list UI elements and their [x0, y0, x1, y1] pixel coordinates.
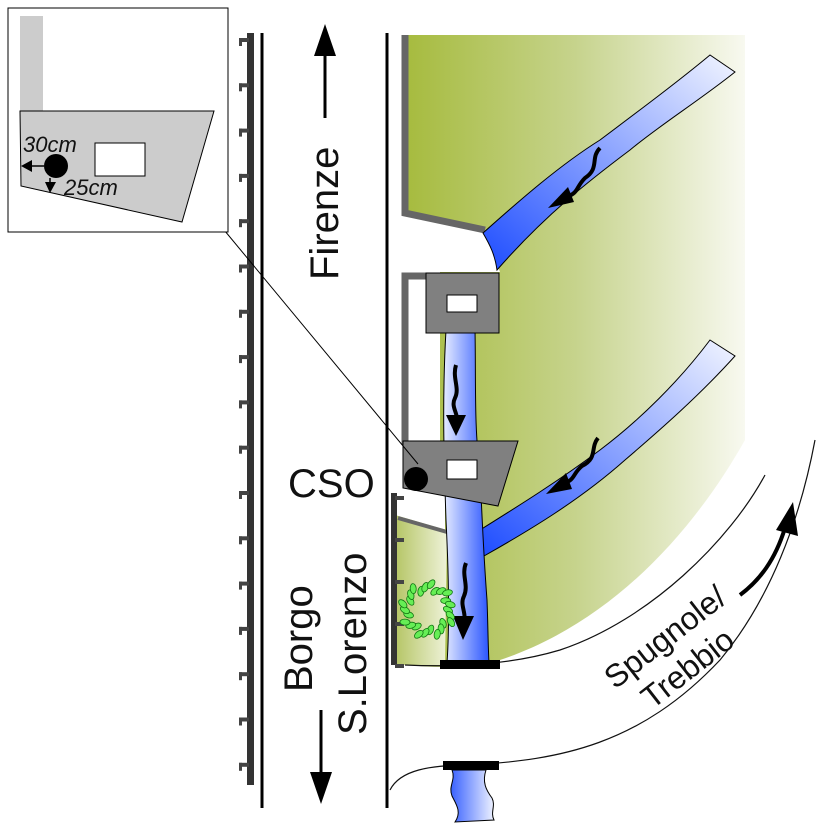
field-wall-lower — [397, 516, 448, 534]
railway-tie-end — [239, 536, 242, 545]
inset-outlet-point — [44, 154, 68, 178]
arrow-curved-up-icon — [776, 502, 798, 536]
railway-tie — [239, 626, 249, 631]
culvert-upper — [440, 660, 500, 669]
fence-post — [395, 580, 404, 584]
railway-tie-end — [239, 219, 242, 228]
railway-tie-end — [239, 355, 242, 364]
leaf — [442, 589, 453, 597]
flow-arrowhead-upper — [548, 187, 574, 208]
flow-arrowhead-channel-upper — [446, 415, 466, 436]
culvert-lower — [443, 761, 499, 770]
label-s-lorenzo: S.Lorenzo — [331, 553, 375, 735]
inset-wall — [20, 16, 43, 111]
railway-tie — [239, 536, 249, 541]
flow-arrow-channel-lower — [460, 562, 468, 626]
inset-opening — [94, 142, 146, 177]
buffer-fence — [391, 493, 404, 668]
railway-tie — [239, 672, 249, 677]
railway-tie-end — [239, 83, 242, 92]
railway-tie — [239, 173, 249, 178]
flow-arrow-upper — [564, 146, 602, 200]
label-firenze: Firenze — [303, 147, 347, 280]
cso-outlet-point[interactable] — [404, 467, 428, 491]
arrow-up-icon — [314, 24, 336, 56]
railway-tie — [239, 762, 249, 767]
railway-tie-end — [239, 445, 242, 454]
vegetation-buffer-icon — [398, 579, 456, 640]
railway-tie — [239, 309, 249, 314]
road-edge-outer — [389, 439, 816, 791]
leaf — [426, 579, 436, 589]
outflow-stream — [450, 769, 495, 823]
railway-tie-end — [239, 38, 242, 46]
leaf — [446, 617, 456, 628]
railway-tie — [239, 264, 249, 269]
railway-tie — [239, 38, 249, 42]
railway-tie-end — [239, 672, 242, 681]
direction-arrow-spugnole — [738, 527, 787, 597]
railway-tie-end — [239, 264, 242, 273]
railway-tie — [239, 128, 249, 133]
railway-tie-end — [239, 309, 242, 318]
field-wall-middle — [401, 272, 430, 445]
railway-tie-end — [239, 717, 242, 726]
flow-arrowhead-channel-lower — [453, 616, 474, 640]
inset-leader-line — [209, 212, 419, 465]
railway-tie — [239, 717, 249, 722]
tributary-upper — [482, 54, 736, 272]
railway-tie-end — [239, 581, 242, 590]
road-spugnole-trebbio — [390, 440, 826, 826]
leaf — [445, 600, 456, 609]
road-verge-upper — [405, 215, 500, 272]
inset-detail-panel: 30cm 25cm — [7, 7, 229, 233]
railway-track — [239, 33, 254, 785]
leaf — [414, 629, 424, 639]
inset-label-25cm: 25cm — [63, 175, 118, 200]
tributary-lower — [479, 339, 736, 557]
inset-arrow-left-icon — [21, 160, 32, 172]
inset-label-30cm: 30cm — [23, 132, 77, 157]
leaf — [398, 599, 408, 609]
agricultural-field — [405, 35, 745, 667]
cso-structure[interactable] — [402, 440, 519, 507]
leaf — [433, 628, 441, 640]
inset-arrow-down-icon — [45, 182, 56, 193]
railway-tie — [239, 83, 249, 88]
leaf — [409, 583, 417, 594]
railway-tie — [239, 355, 249, 360]
railway-tie-end — [239, 173, 242, 182]
field-wall-upper — [401, 35, 486, 234]
fence-post — [395, 538, 404, 542]
gate-structure-upper — [425, 272, 500, 334]
leaf — [399, 618, 411, 626]
railway-tie-end — [239, 491, 242, 499]
flow-arrowhead-lower — [546, 473, 572, 494]
railway-tie-end — [239, 128, 242, 137]
arrow-down-icon — [310, 772, 332, 804]
label-cso: CSO — [288, 462, 375, 506]
railway-tie-end — [239, 400, 242, 409]
railway-tie-end — [239, 762, 242, 771]
fence-post — [395, 496, 404, 500]
fence-post — [395, 664, 404, 668]
label-borgo: Borgo — [277, 585, 321, 692]
railway-tie — [239, 445, 249, 450]
fence-post — [395, 622, 404, 626]
flow-arrow-lower — [561, 436, 600, 486]
railway-tie — [239, 491, 249, 495]
railway-tie — [239, 219, 249, 224]
railway-tie — [239, 400, 249, 405]
railway-tie — [239, 581, 249, 586]
railway-tie-end — [239, 626, 242, 635]
